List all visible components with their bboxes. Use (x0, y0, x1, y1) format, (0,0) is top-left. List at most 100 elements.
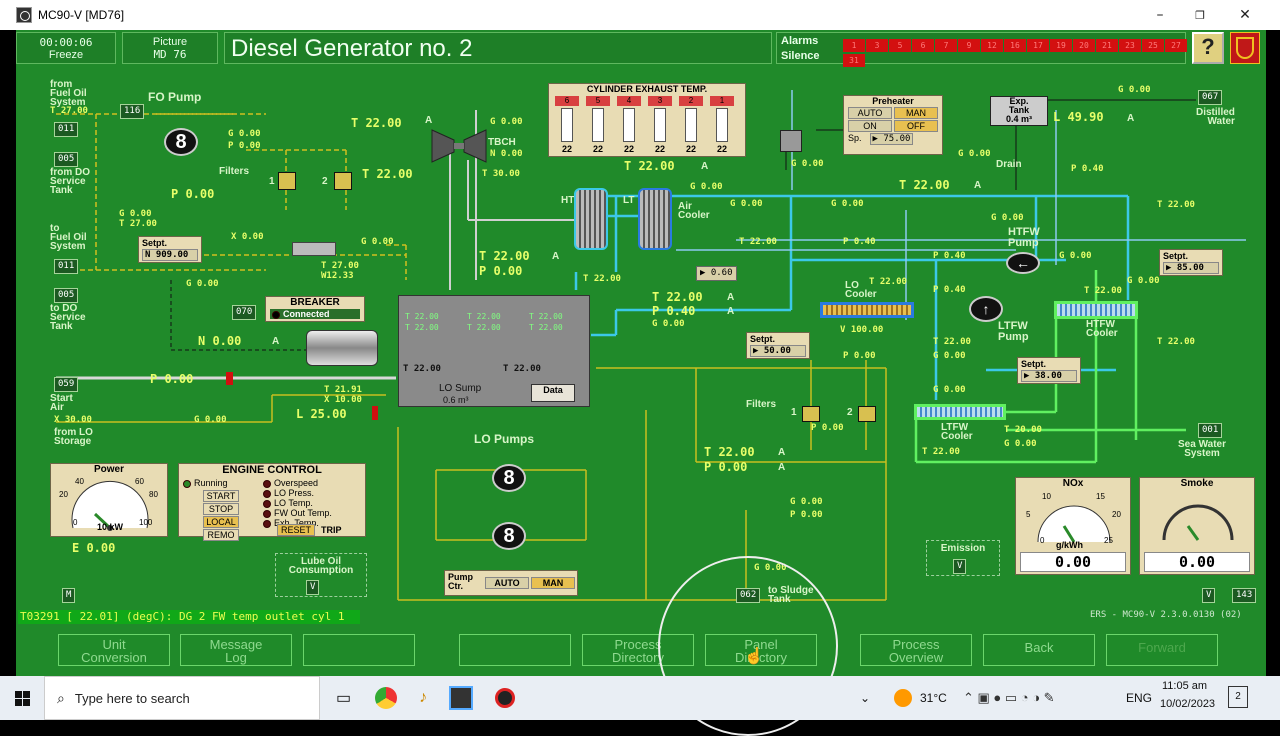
ltfw-pump-icon[interactable]: ↑ (969, 296, 1003, 322)
taskbar-search[interactable]: ⌕ Type here to search (44, 676, 320, 720)
weather-temp[interactable]: 31°C (920, 691, 947, 705)
lo-pump-2-icon[interactable]: 8 (492, 522, 526, 550)
tag-059[interactable]: 059 (54, 377, 79, 392)
lo-pump-1-icon[interactable]: 8 (492, 464, 526, 492)
task-view-icon[interactable]: ▭ (336, 690, 352, 707)
tag-067[interactable]: 067 (1198, 90, 1223, 105)
data-button[interactable]: Data (531, 384, 575, 402)
restore-button[interactable]: ❐ (1195, 8, 1205, 22)
preheater-off[interactable]: OFF (894, 120, 938, 132)
windows-start-icon[interactable] (0, 676, 44, 720)
mc90-app-icon[interactable] (449, 686, 474, 710)
lo-temp-setpoint[interactable]: Setpt. ▶ 50.00 (746, 332, 810, 359)
filter-2-icon[interactable] (334, 172, 352, 190)
stop-button[interactable]: STOP (203, 503, 239, 515)
silence-label[interactable]: Silence (781, 50, 820, 62)
ltfw-setpoint[interactable]: Setpt. ▶ 38.00 (1017, 357, 1081, 384)
alarm-cell[interactable]: 23 (1119, 39, 1141, 52)
tag-116[interactable]: 116 (120, 104, 145, 119)
overflow-chevron-icon[interactable]: ⌄ (860, 691, 871, 705)
alarm-cell[interactable]: 21 (1096, 39, 1118, 52)
start-button[interactable]: START (203, 490, 239, 502)
lo-cooler-label: LO Cooler (845, 280, 877, 300)
alarm-cell[interactable]: 12 (981, 39, 1003, 52)
tag-001[interactable]: 001 (1198, 423, 1223, 438)
message-log-button[interactable]: Message Log (180, 634, 292, 666)
chrome-icon[interactable] (375, 687, 398, 709)
audio-app-icon[interactable]: ♪ (419, 689, 428, 706)
clock-date[interactable]: 10/02/2023 (1160, 698, 1216, 710)
alarm-cell[interactable]: 7 (935, 39, 957, 52)
panel-directory-button[interactable]: Panel Directory (705, 634, 817, 666)
tag-062[interactable]: 062 (736, 588, 761, 603)
alarm-cell[interactable]: 9 (958, 39, 980, 52)
ltfw-setpt-value[interactable]: ▶ 38.00 (1021, 370, 1077, 382)
cooler-valve-value[interactable]: ▶ 0.60 (696, 266, 737, 281)
tag-011-bottom[interactable]: 011 (54, 259, 79, 274)
pump-auto-button[interactable]: AUTO (485, 577, 529, 589)
alarm-cell[interactable]: 3 (866, 39, 888, 52)
silence-cell[interactable]: 31 (843, 54, 865, 67)
preheater-man[interactable]: MAN (894, 107, 938, 119)
tag-005-bottom[interactable]: 005 (54, 288, 79, 303)
help-icon[interactable]: ? (1192, 32, 1224, 64)
forward-button[interactable]: Forward (1106, 634, 1218, 666)
close-button[interactable]: ✕ (1239, 7, 1251, 23)
remo-button[interactable]: REMO (203, 529, 239, 541)
v-button[interactable]: V (1202, 588, 1216, 603)
m-button[interactable]: M (62, 588, 76, 603)
emission-view-button[interactable]: V (953, 559, 967, 574)
minimize-button[interactable]: – (1156, 7, 1164, 23)
local-button[interactable]: LOCAL (203, 516, 239, 528)
back-button[interactable]: Back (983, 634, 1095, 666)
record-app-icon[interactable] (495, 688, 516, 708)
htfw-setpoint[interactable]: Setpt. ▶ 85.00 (1159, 249, 1223, 276)
tag-070[interactable]: 070 (232, 305, 257, 320)
alarm-cell[interactable]: 25 (1142, 39, 1164, 52)
preheater-auto[interactable]: AUTO (848, 107, 892, 119)
status-message[interactable]: T03291 [ 22.01] (degC): DG 2 FW temp out… (18, 610, 360, 624)
breaker-panel[interactable]: BREAKER Connected (265, 296, 365, 322)
tray-icons[interactable]: ⌃ ▣ ● ▭ ◔ ◑ ✎ (963, 690, 1055, 705)
viscosity-setpoint[interactable]: Setpt. N 909.00 (138, 236, 202, 263)
language-indicator[interactable]: ENG (1126, 691, 1153, 705)
weather-icon[interactable] (894, 689, 912, 707)
preheater-setpoint[interactable]: ▶ 75.00 (869, 133, 914, 145)
alarm-cell[interactable]: 1 (843, 39, 865, 52)
expansion-tank[interactable]: Exp. Tank 0.4 m³ (990, 96, 1048, 126)
alarm-cell[interactable]: 17 (1027, 39, 1049, 52)
alarm-cell[interactable]: 20 (1073, 39, 1095, 52)
exhaust-temp: 22 (654, 144, 665, 154)
power-unit: 10 kW (97, 522, 124, 532)
preheater-on[interactable]: ON (848, 120, 892, 132)
alarm-cell[interactable]: 6 (912, 39, 934, 52)
tag-011-top[interactable]: 011 (54, 122, 79, 137)
lo-setpt-value[interactable]: ▶ 50.00 (750, 345, 806, 357)
filter-1-icon[interactable] (278, 172, 296, 190)
process-overview-button[interactable]: Process Overview (860, 634, 972, 666)
blank-button-2[interactable] (459, 634, 571, 666)
alarm-cell[interactable]: 27 (1165, 39, 1187, 52)
notification-icon[interactable]: 2 (1228, 686, 1248, 708)
reset-button[interactable]: RESET (277, 524, 315, 536)
tag-005-top[interactable]: 005 (54, 152, 79, 167)
blank-button-1[interactable] (303, 634, 415, 666)
process-directory-button[interactable]: Process Directory (582, 634, 694, 666)
smoke-dial (1162, 504, 1234, 541)
htfw-pump-icon[interactable]: ← (1006, 252, 1040, 274)
fo-pump-icon[interactable]: 8 (164, 128, 198, 156)
unit-conversion-button[interactable]: Unit Conversion (58, 634, 170, 666)
pump-man-button[interactable]: MAN (531, 577, 575, 589)
alarm-cell[interactable]: 19 (1050, 39, 1072, 52)
htfw-setpt-value[interactable]: ▶ 85.00 (1163, 262, 1219, 274)
tag-143[interactable]: 143 (1232, 588, 1257, 603)
lube-oil-view-button[interactable]: V (306, 580, 320, 595)
setpt-value[interactable]: N 909.00 (142, 249, 198, 261)
lo-filter-1-icon[interactable] (802, 406, 820, 422)
preheater-icon[interactable] (780, 130, 802, 152)
alarm-cell[interactable]: 16 (1004, 39, 1026, 52)
alarm-cell[interactable]: 5 (889, 39, 911, 52)
lo-filter-2-icon[interactable] (858, 406, 876, 422)
clock-time[interactable]: 11:05 am (1162, 680, 1208, 692)
